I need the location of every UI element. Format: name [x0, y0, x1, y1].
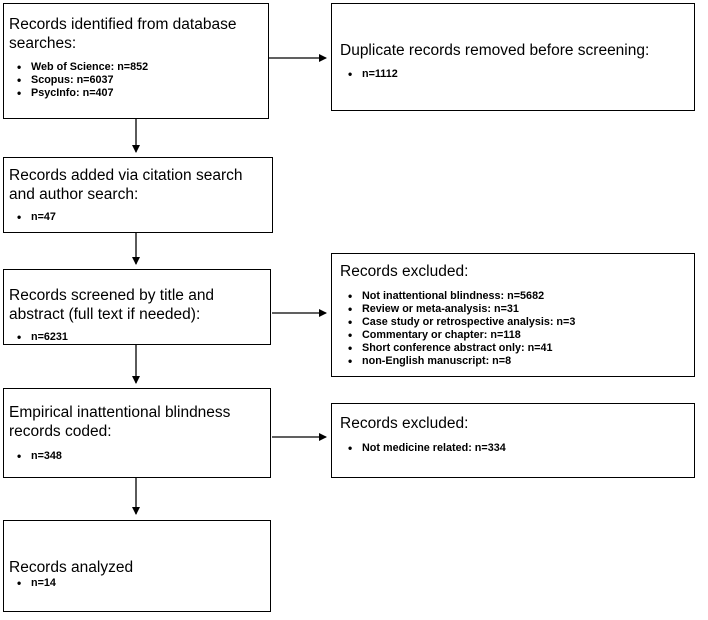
box-title: Records identified from database searche…: [9, 16, 237, 52]
bullet-list: n=47: [9, 211, 267, 224]
bullet-list: Not medicine related: n=334: [340, 442, 686, 455]
box-title: Records screened by title and abstract (…: [9, 287, 215, 323]
list-item: n=348: [17, 450, 265, 463]
records-screened-box: Records screened by title and abstract (…: [3, 269, 271, 345]
box-title: Records analyzed: [9, 559, 134, 576]
list-item: n=1112: [348, 68, 686, 81]
box-title: Empirical inattentional blindness record…: [9, 404, 231, 440]
list-item: Commentary or chapter: n=118: [348, 329, 686, 342]
list-item: PsycInfo: n=407: [17, 87, 263, 100]
list-item: Review or meta-analysis: n=31: [348, 303, 686, 316]
bullet-list: n=6231: [9, 331, 265, 344]
bullet-list: Web of Science: n=852 Scopus: n=6037 Psy…: [9, 61, 263, 100]
box-title: Duplicate records removed before screeni…: [340, 42, 650, 59]
bullet-list: n=1112: [340, 68, 686, 81]
list-item: Web of Science: n=852: [17, 61, 263, 74]
list-item: Scopus: n=6037: [17, 74, 263, 87]
records-added-box: Records added via citation search and au…: [3, 157, 273, 233]
list-item: n=47: [17, 211, 267, 224]
records-analyzed-box: Records analyzed n=14: [3, 520, 271, 612]
list-item: n=14: [17, 577, 265, 590]
list-item: non-English manuscript: n=8: [348, 355, 686, 368]
bullet-list: n=14: [9, 577, 265, 590]
bullet-list: n=348: [9, 450, 265, 463]
list-item: Short conference abstract only: n=41: [348, 342, 686, 355]
box-title: Records excluded:: [340, 415, 469, 432]
records-excluded-box: Records excluded: Not inattentional blin…: [331, 253, 695, 377]
duplicates-removed-box: Duplicate records removed before screeni…: [331, 3, 695, 111]
box-title: Records excluded:: [340, 263, 469, 280]
bullet-list: Not inattentional blindness: n=5682 Revi…: [340, 290, 686, 368]
box-title: Records added via citation search and au…: [9, 167, 243, 203]
list-item: n=6231: [17, 331, 265, 344]
list-item: Not medicine related: n=334: [348, 442, 686, 455]
records-excluded-box-2: Records excluded: Not medicine related: …: [331, 403, 695, 478]
records-identified-box: Records identified from database searche…: [3, 3, 269, 119]
records-coded-box: Empirical inattentional blindness record…: [3, 388, 271, 478]
list-item: Case study or retrospective analysis: n=…: [348, 316, 686, 329]
list-item: Not inattentional blindness: n=5682: [348, 290, 686, 303]
